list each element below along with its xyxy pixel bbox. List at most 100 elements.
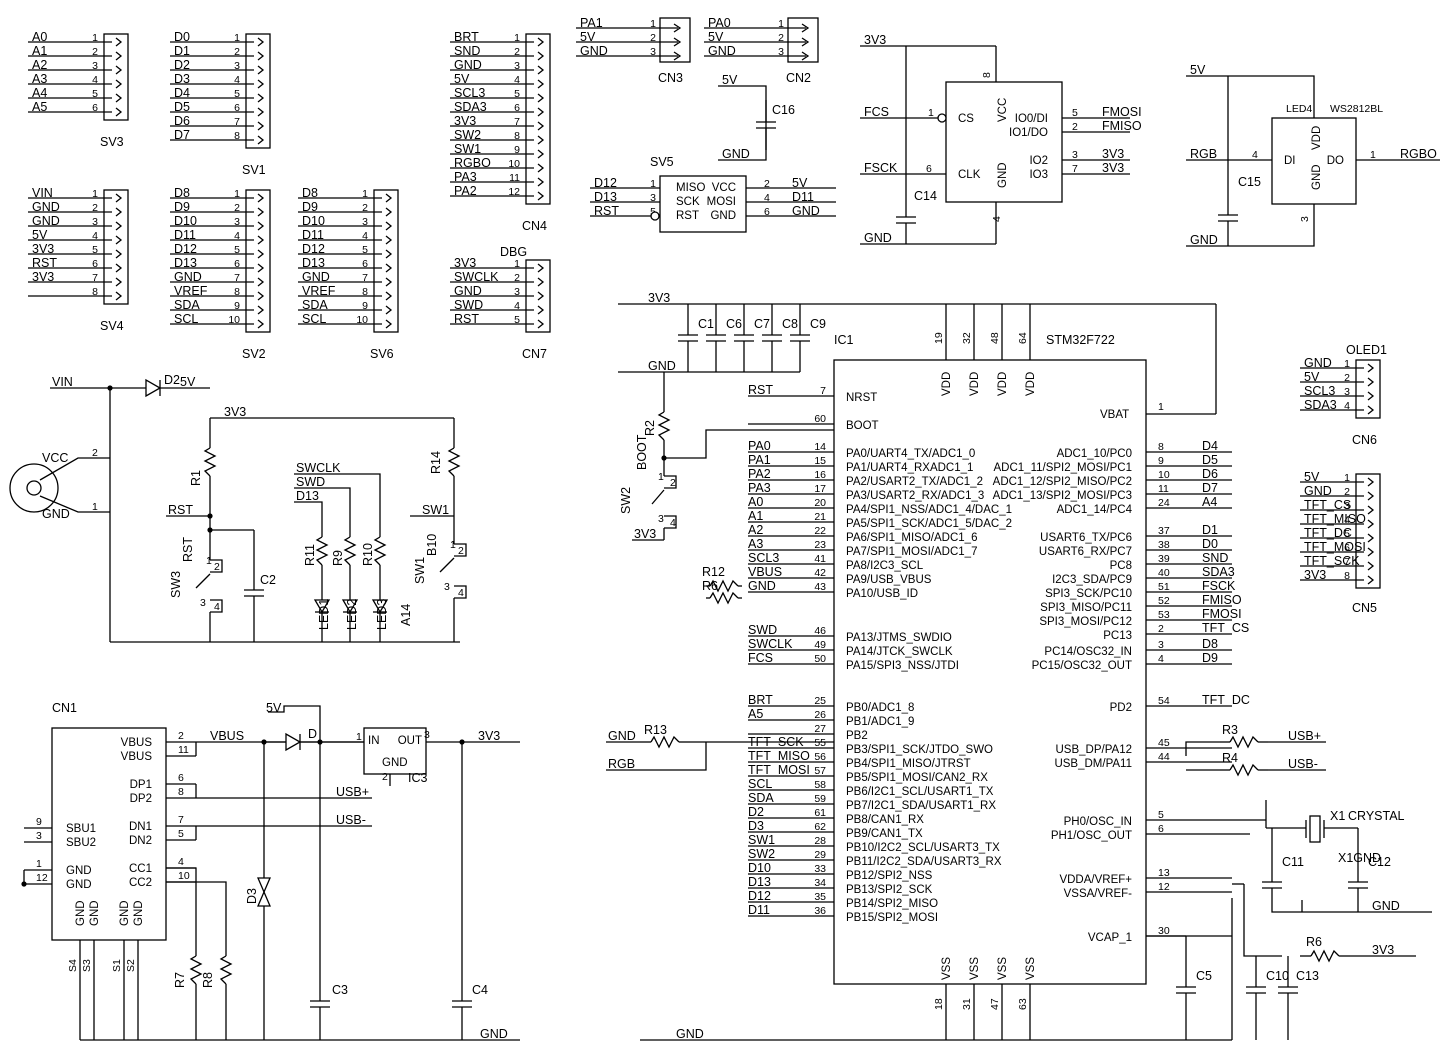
- pin-arrow: [537, 263, 545, 273]
- pin-arrow: [537, 121, 545, 131]
- pin-arrow: [257, 93, 265, 103]
- pin-number: 9: [362, 300, 368, 312]
- net-label: 1: [650, 18, 656, 30]
- junction-dot: [207, 513, 213, 519]
- net-label: A5: [748, 707, 763, 721]
- signal-label: 3V3: [454, 114, 476, 128]
- pin-function: PA15/SPI3_NSS/JTDI: [846, 660, 959, 672]
- net-label: GND: [676, 1027, 704, 1041]
- net-label: GND: [1311, 164, 1323, 190]
- net-label: RST: [676, 210, 699, 222]
- net-label: R14: [429, 451, 443, 474]
- connector-body: [525, 33, 551, 205]
- pin-function: PB4/SPI1_MISO/JTRST: [846, 758, 971, 770]
- net-label: SWCLK: [296, 461, 341, 475]
- pin-function: PB14/SPI2_MISO: [846, 898, 938, 910]
- pin-arrow: [673, 37, 682, 47]
- net-label: GND: [997, 162, 1009, 188]
- signal-label: D0: [174, 30, 190, 44]
- pin-arrow: [257, 193, 265, 203]
- pin-number: 54: [1158, 695, 1170, 707]
- net-label: 3: [444, 581, 450, 593]
- pin-arrow: [257, 79, 265, 89]
- net-label: D13: [296, 489, 319, 503]
- pin-function: VDDA/VREF+: [1059, 874, 1132, 886]
- net-label: 3: [36, 830, 42, 842]
- diode-d2: [145, 378, 162, 398]
- net-label: VBUS: [210, 729, 244, 743]
- pin-number: 11: [509, 172, 520, 184]
- net-label: R8: [201, 972, 215, 988]
- pin-function: PA3/USART2_RX/ADC1_3: [846, 490, 984, 502]
- led-body: [1271, 117, 1357, 205]
- switch-pin: [454, 543, 467, 557]
- resistor: [219, 955, 233, 985]
- net-label: R4: [1222, 751, 1238, 765]
- pin-number: 28: [814, 835, 826, 847]
- pin-function: PC13: [1103, 630, 1132, 642]
- net-label: R13: [644, 723, 667, 737]
- pin-function: PA13/JTMS_SWDIO: [846, 632, 952, 644]
- pin-arrow: [385, 235, 393, 245]
- net-label: D2: [164, 373, 180, 387]
- pin-arrow: [115, 193, 123, 203]
- net-label: GND: [480, 1027, 508, 1041]
- net-label: 2: [382, 771, 388, 783]
- signal-label: D11: [302, 228, 324, 242]
- net-label: A0: [748, 495, 763, 509]
- pin-function: PB5/SPI1_MOSI/CAN2_RX: [846, 772, 988, 784]
- pin-function: USB_DM/PA11: [1054, 758, 1132, 770]
- pin-number: 11: [1158, 483, 1169, 495]
- pin-number: 5: [1344, 528, 1350, 540]
- signal-label: VIN: [32, 186, 53, 200]
- net-label: 5V: [708, 30, 724, 44]
- net-label: 3: [658, 513, 664, 525]
- net-label: D11: [748, 903, 770, 917]
- net-label: 3: [1299, 216, 1311, 222]
- net-label: TFT_CS: [1202, 621, 1249, 635]
- pin-function: USART6_RX/PC7: [1039, 546, 1132, 558]
- net-label: DP1: [130, 779, 152, 791]
- wire: [39, 457, 110, 481]
- pin-arrow: [1367, 405, 1375, 415]
- pin-arrow: [1367, 547, 1375, 557]
- pin-function: PD2: [1110, 702, 1132, 714]
- net-label: SDA: [748, 791, 774, 805]
- net-label: 3: [424, 729, 430, 741]
- pin-function: PB2: [846, 730, 868, 742]
- net-label: PA1: [580, 16, 603, 30]
- net-label: GND: [792, 204, 820, 218]
- pin-arrow: [385, 249, 393, 259]
- regulator-ic3: [363, 727, 427, 775]
- net-label: D10: [748, 861, 771, 875]
- pin-number: 51: [1158, 581, 1170, 593]
- signal-label: TFT_MOSI: [1304, 540, 1366, 554]
- pin-number: 25: [814, 695, 826, 707]
- net-label: D1: [1202, 523, 1218, 537]
- pin-number: 6: [1158, 823, 1164, 835]
- net-label: 3V3: [1372, 943, 1394, 957]
- net-label: SV5: [650, 155, 674, 169]
- pin-number: 8: [514, 130, 520, 142]
- pin-arrow: [385, 193, 393, 203]
- net-label: 8: [178, 786, 184, 798]
- net-label: TFT_MOSI: [748, 763, 810, 777]
- signal-label: D4: [174, 86, 190, 100]
- net-label: S2: [125, 959, 137, 972]
- signal-label: PA3: [454, 170, 477, 184]
- pin-arrow: [1367, 533, 1375, 543]
- inverter-bubble: [937, 113, 947, 123]
- pin-number: 56: [814, 751, 826, 763]
- net-label: 7: [178, 814, 184, 826]
- net-label: C7: [754, 317, 770, 331]
- signal-label: A4: [32, 86, 47, 100]
- signal-label: 5V: [1304, 470, 1320, 484]
- net-label: 7: [1072, 163, 1078, 175]
- signal-label: D8: [174, 186, 190, 200]
- net-label: C4: [472, 983, 488, 997]
- pin-arrow: [385, 305, 393, 315]
- signal-label: SDA3: [1304, 398, 1337, 412]
- net-label: 32: [961, 332, 973, 344]
- signal-label: RST: [454, 312, 479, 326]
